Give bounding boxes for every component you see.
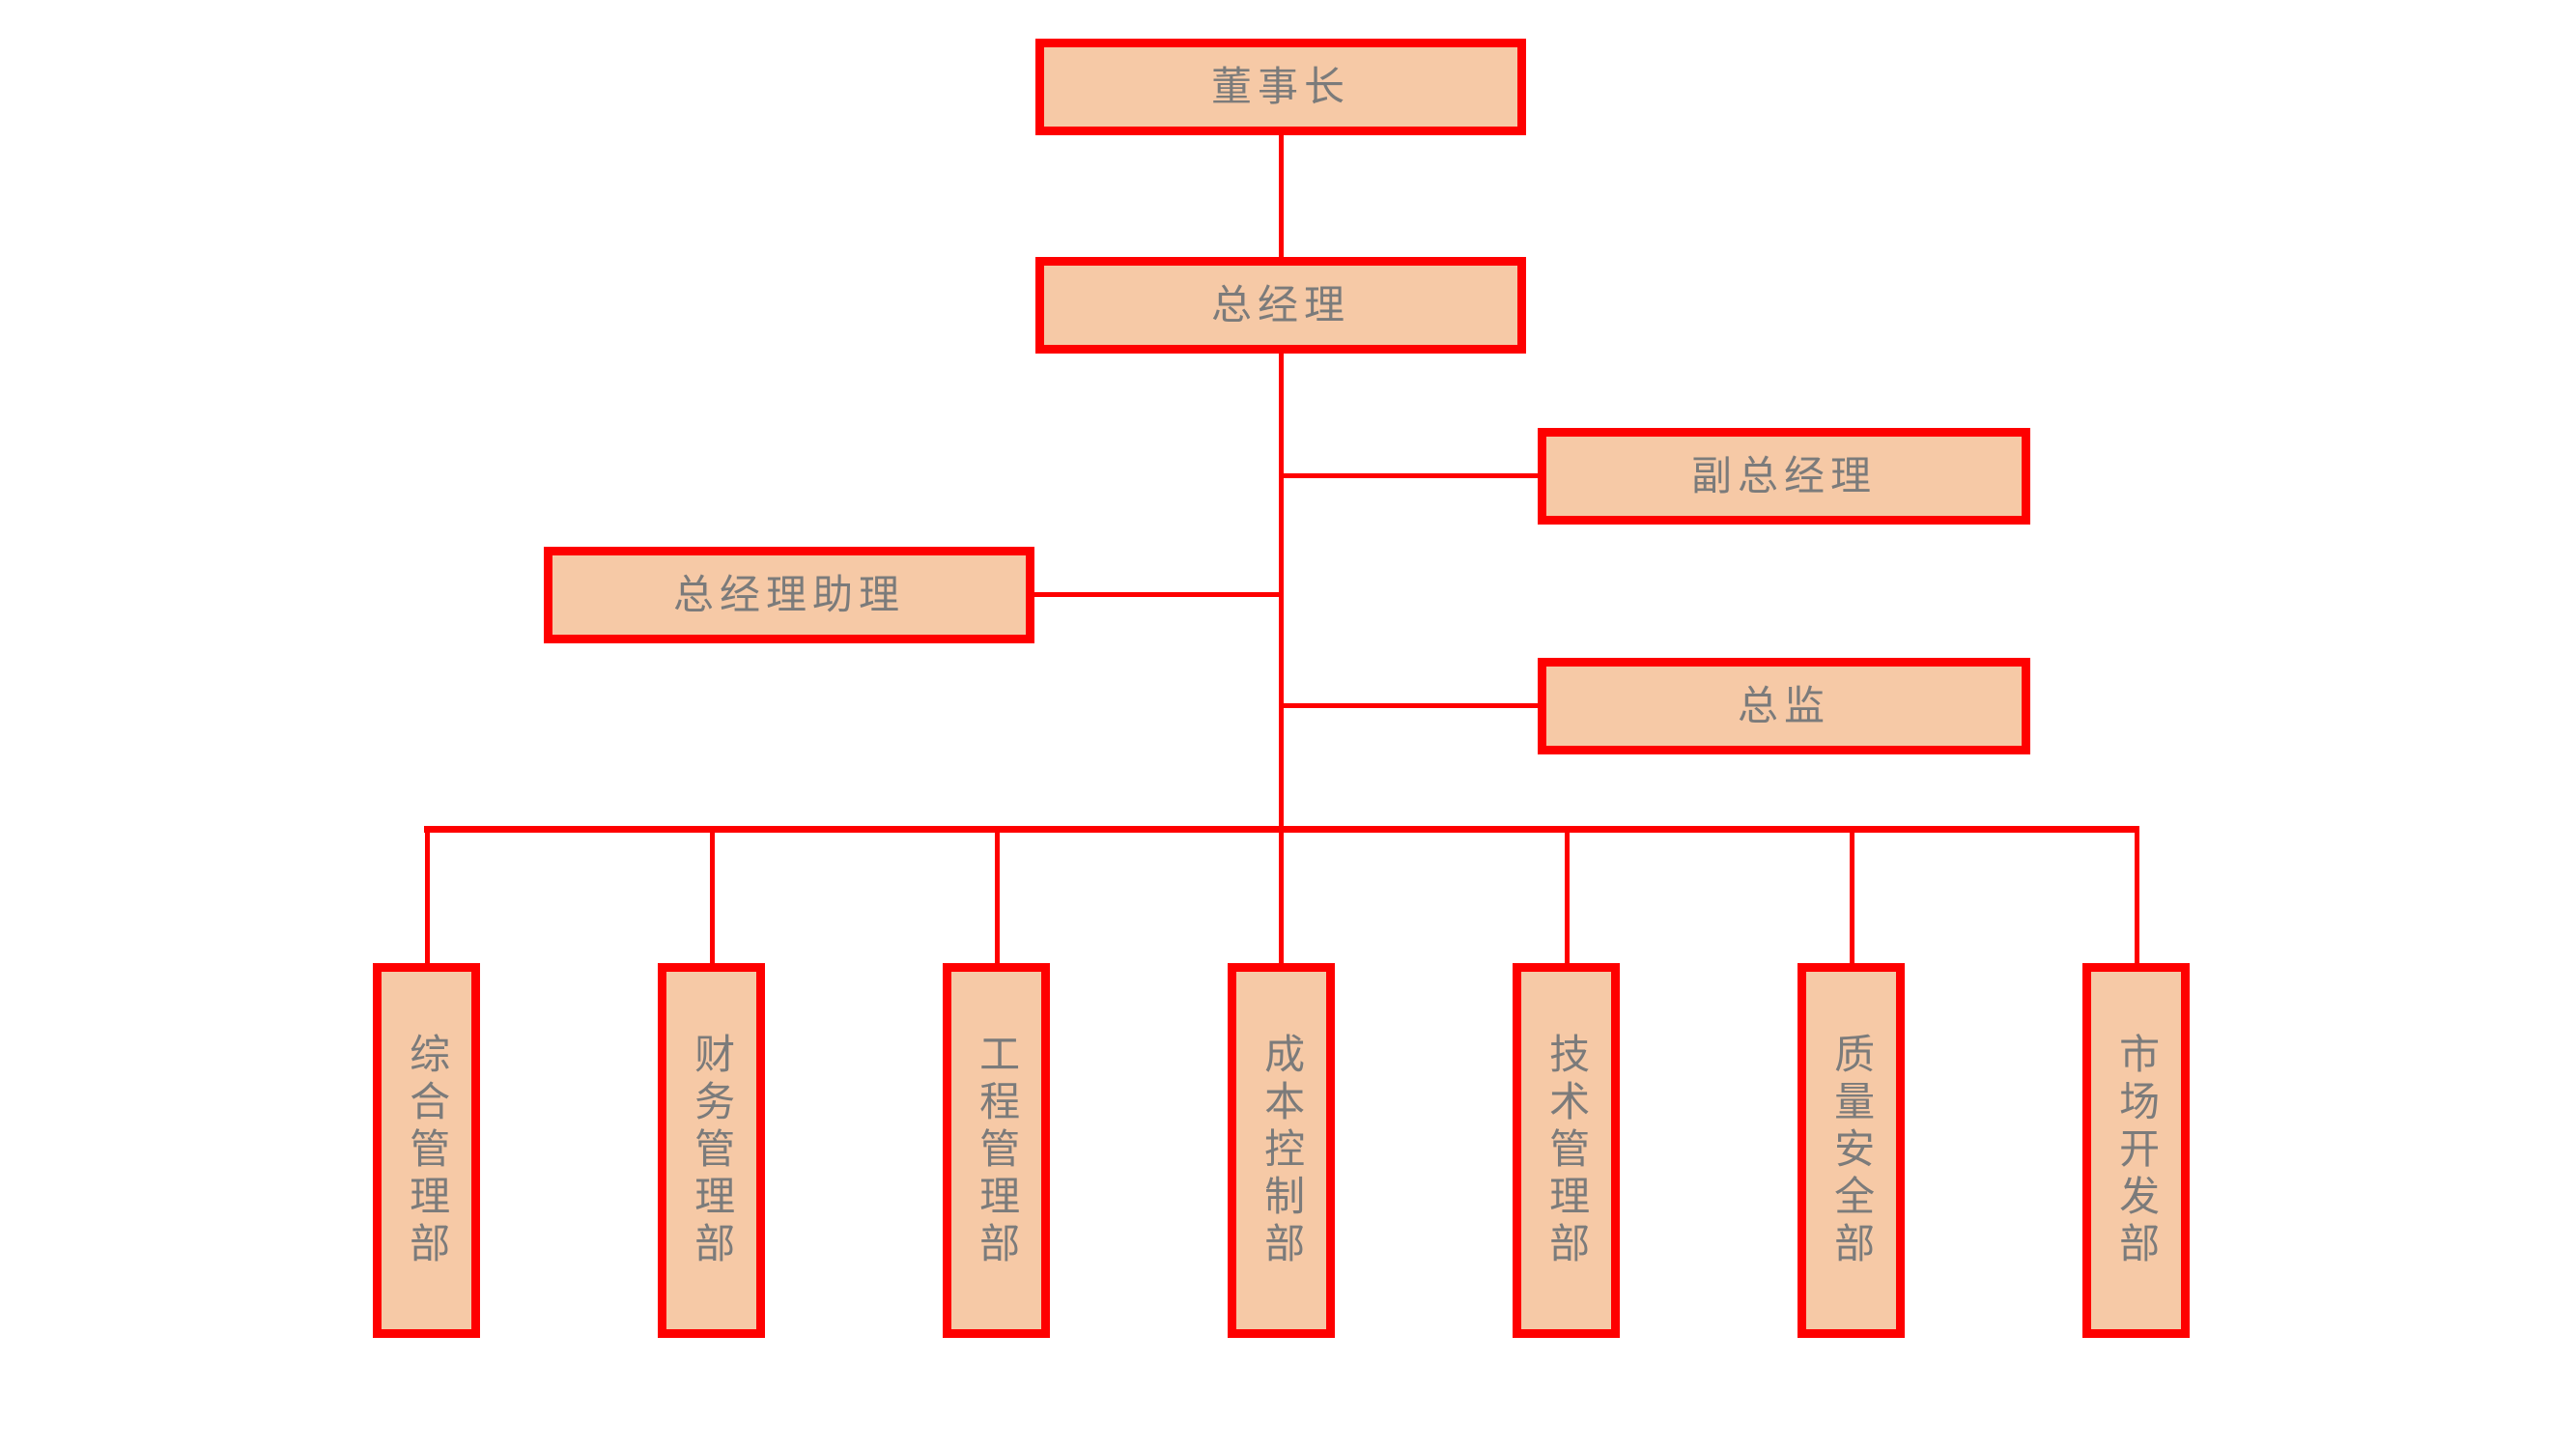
department-label: 财务管理部 xyxy=(689,1032,735,1269)
connector-drop-dept-6 xyxy=(1850,829,1854,963)
connector-drop-dept-5 xyxy=(1565,829,1570,963)
connector-branch-deputy-gm xyxy=(1281,473,1538,478)
connector-drop-dept-3 xyxy=(995,829,1000,963)
connector-drop-dept-2 xyxy=(710,829,715,963)
node-department-comprehensive-management: 综合管理部 xyxy=(373,963,480,1338)
connector-drop-dept-1 xyxy=(425,829,430,963)
node-general-manager-assistant-label: 总经理助理 xyxy=(672,572,905,617)
node-director: 总监 xyxy=(1538,658,2030,754)
connector-drop-dept-7 xyxy=(2135,829,2139,963)
department-label: 成本控制部 xyxy=(1259,1032,1305,1269)
node-general-manager-label: 总经理 xyxy=(1210,282,1350,327)
node-department-engineering-management: 工程管理部 xyxy=(943,963,1050,1338)
connector-chairman-to-gm xyxy=(1279,135,1284,261)
department-label: 市场开发部 xyxy=(2113,1032,2160,1269)
connector-drop-dept-4 xyxy=(1279,829,1284,963)
node-deputy-general-manager-label: 副总经理 xyxy=(1690,453,1877,498)
node-director-label: 总监 xyxy=(1737,683,1830,728)
department-label: 质量安全部 xyxy=(1828,1032,1875,1269)
node-deputy-general-manager: 副总经理 xyxy=(1538,428,2030,525)
node-department-quality-safety: 质量安全部 xyxy=(1798,963,1905,1338)
department-label: 技术管理部 xyxy=(1543,1032,1590,1269)
connector-branch-gm-assistant xyxy=(1034,592,1284,597)
department-label: 工程管理部 xyxy=(974,1032,1020,1269)
node-department-finance-management: 财务管理部 xyxy=(658,963,765,1338)
node-general-manager: 总经理 xyxy=(1035,257,1526,354)
node-chairman-label: 董事长 xyxy=(1210,64,1350,109)
node-department-technical-management: 技术管理部 xyxy=(1513,963,1620,1338)
connector-branch-director xyxy=(1281,703,1538,708)
node-general-manager-assistant: 总经理助理 xyxy=(544,547,1034,643)
node-department-cost-control: 成本控制部 xyxy=(1228,963,1335,1338)
node-chairman: 董事长 xyxy=(1035,39,1526,135)
node-department-market-development: 市场开发部 xyxy=(2082,963,2190,1338)
department-label: 综合管理部 xyxy=(404,1032,450,1269)
